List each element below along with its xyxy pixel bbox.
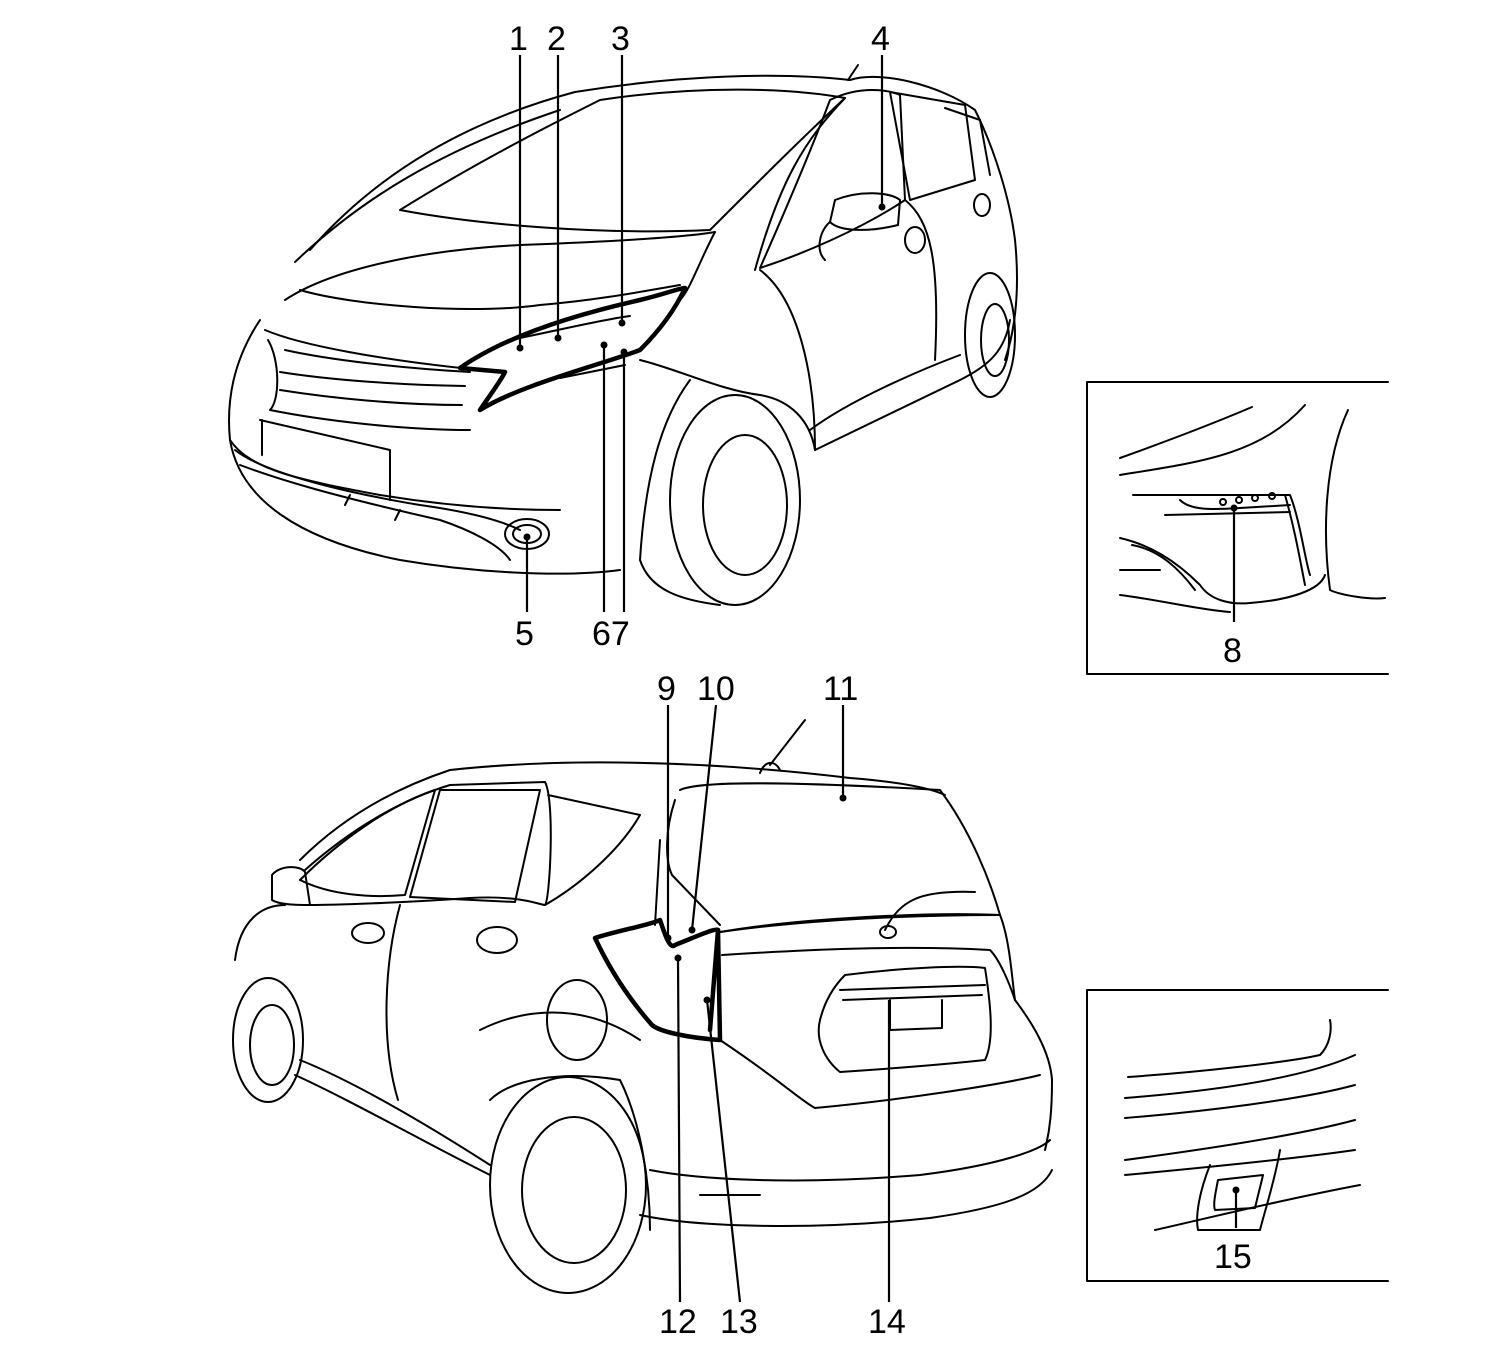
front-car-illustration xyxy=(228,64,1018,606)
callout-67: 67 xyxy=(592,615,630,653)
callout-3: 3 xyxy=(611,20,630,58)
rear-leader-lines xyxy=(664,704,891,1303)
callout-12: 12 xyxy=(659,1303,697,1341)
callout-5: 5 xyxy=(515,615,534,653)
front-leader-lines xyxy=(516,55,886,612)
callout-8: 8 xyxy=(1223,632,1242,670)
callout-14: 14 xyxy=(868,1303,906,1341)
callout-10: 10 xyxy=(697,670,735,708)
callout-11: 11 xyxy=(823,670,858,708)
callout-9: 9 xyxy=(657,670,676,708)
front-detail-inset xyxy=(1086,381,1389,675)
callout-4: 4 xyxy=(871,20,890,58)
callout-1: 1 xyxy=(509,20,528,58)
callout-2: 2 xyxy=(547,20,566,58)
rear-car-illustration xyxy=(232,719,1053,1294)
callout-13: 13 xyxy=(720,1303,758,1341)
callout-15: 15 xyxy=(1214,1238,1252,1276)
rear-detail-inset xyxy=(1086,989,1389,1282)
